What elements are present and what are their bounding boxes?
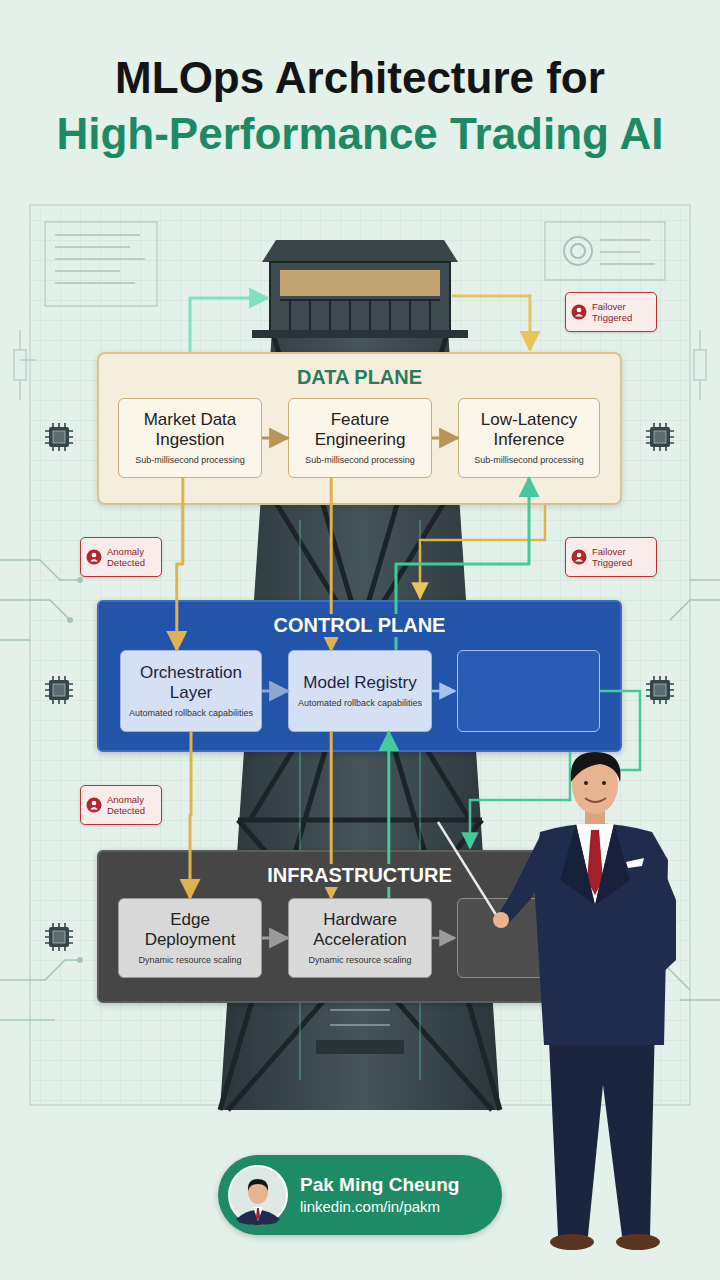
author-pill: Pak Ming Cheunglinkedin.com/in/pakm <box>218 1155 502 1235</box>
box-subtitle: Sub-millisecond processing <box>305 455 415 466</box>
flow-connector <box>262 437 288 440</box>
process-box: Edge DeploymentDynamic resource scaling <box>118 898 262 978</box>
process-box: Hardware AccelerationDynamic resource sc… <box>288 898 432 978</box>
flow-connector <box>330 732 333 898</box>
band-heading: DATA PLANE <box>289 366 430 389</box>
box-subtitle: Automated rollback capabilities <box>298 698 422 709</box>
box-title: Orchestration Layer <box>127 663 255 703</box>
flow-connector <box>330 478 333 650</box>
author-text: Pak Ming Cheunglinkedin.com/in/pakm <box>300 1173 459 1217</box>
flow-connector <box>396 478 529 650</box>
title-text: MLOps Architecture for High-Performance … <box>56 53 663 158</box>
flow-connector <box>262 690 288 693</box>
alert-badge: Failover Triggered <box>565 292 657 332</box>
title-spacer <box>620 50 710 106</box>
process-box: Low-Latency InferenceSub-millisecond pro… <box>458 398 600 478</box>
author-name: Pak Ming Cheung <box>300 1173 459 1197</box>
alert-badge: Anomaly Detected <box>80 537 162 577</box>
flow-connector <box>387 732 390 898</box>
alert-text: Anomaly Detected <box>107 794 156 816</box>
author-link: linkedin.com/in/pakm <box>300 1197 459 1217</box>
diagram-title: MLOps Architecture for High-Performance … <box>10 50 710 162</box>
box-title: Model Registry <box>303 673 416 693</box>
flow-connector <box>432 437 458 440</box>
band-heading: CONTROL PLANE <box>266 614 454 637</box>
box-subtitle: Sub-millisecond processing <box>474 455 584 466</box>
alert-icon <box>86 549 102 565</box>
box-title: Market Data Ingestion <box>125 410 255 450</box>
flow-connector <box>262 937 288 940</box>
alert-text: Failover Triggered <box>592 301 651 323</box>
box-subtitle: Sub-millisecond processing <box>135 455 245 466</box>
flow-connector <box>190 732 191 898</box>
box-title: Feature Engineering <box>295 410 425 450</box>
flow-connector <box>177 478 183 650</box>
box-subtitle: Dynamic resource scaling <box>308 955 411 966</box>
process-box: Market Data IngestionSub-millisecond pro… <box>118 398 262 478</box>
box-subtitle: Dynamic resource scaling <box>138 955 241 966</box>
empty-slot-box <box>457 898 600 978</box>
alert-badge: Failover Triggered <box>565 537 657 577</box>
band-heading: INFRASTRUCTURE <box>259 864 459 887</box>
empty-slot-box <box>457 650 600 732</box>
alert-text: Anomaly Detected <box>107 546 156 568</box>
process-box: Orchestration LayerAutomated rollback ca… <box>120 650 262 732</box>
alert-icon <box>86 797 102 813</box>
alert-icon <box>571 549 587 565</box>
process-box: Feature EngineeringSub-millisecond proce… <box>288 398 432 478</box>
box-subtitle: Automated rollback capabilities <box>129 708 253 719</box>
box-title: Low-Latency Inference <box>465 410 593 450</box>
box-title: Edge Deployment <box>125 910 255 950</box>
plane-band: DATA PLANE Market Data IngestionSub-milli… <box>97 352 622 505</box>
title-spacer <box>10 50 100 106</box>
alert-text: Failover Triggered <box>592 546 651 568</box>
avatar-photo <box>228 1165 288 1225</box>
box-title: Hardware Acceleration <box>295 910 425 950</box>
alert-icon <box>571 304 587 320</box>
process-box: Model RegistryAutomated rollback capabil… <box>288 650 432 732</box>
alert-badge: Anomaly Detected <box>80 785 162 825</box>
